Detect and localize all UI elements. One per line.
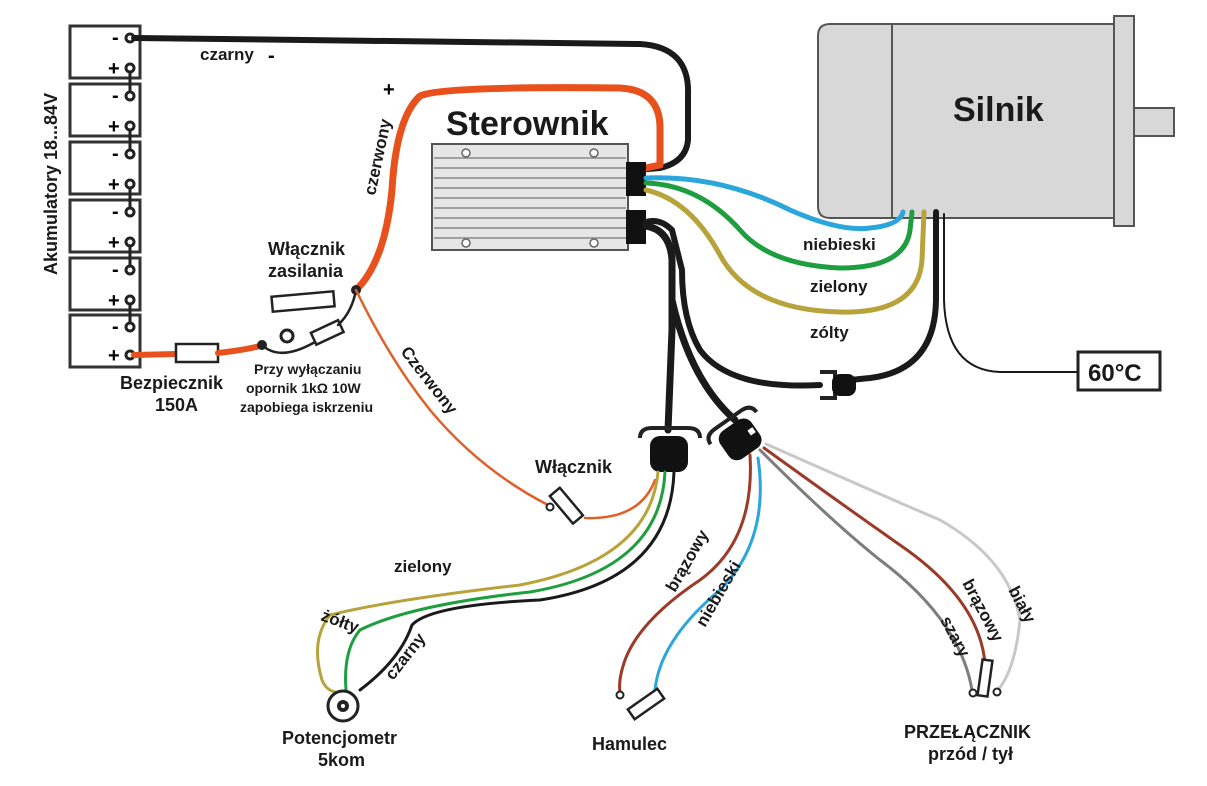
key-switch-return-wire — [583, 478, 657, 520]
hall-cable — [847, 209, 939, 383]
brake-label: Hamulec — [592, 734, 667, 754]
direction-contact — [968, 688, 978, 698]
black-wire-label: czarny — [200, 45, 254, 64]
brake-wire-blue — [653, 456, 762, 692]
pot-green-label: zielony — [394, 557, 452, 576]
red-positive-wire — [352, 84, 664, 294]
controller-power-gland — [626, 162, 646, 196]
key-switch-label: Włącznik — [535, 457, 613, 477]
cell-plus-sign: + — [108, 290, 120, 312]
power-switch-lever[interactable] — [270, 289, 336, 314]
throttle-connector — [638, 426, 702, 472]
pot-wire-green — [344, 470, 667, 692]
phase-wire-yellow — [643, 187, 927, 315]
hall-connector — [820, 370, 856, 400]
controller-label: Sterownik — [446, 105, 609, 143]
brake-brown-label: brązowy — [662, 526, 713, 595]
motor — [817, 15, 1175, 227]
resistor-note-line1: Przy wyłączaniu — [254, 361, 361, 377]
brake-contact — [615, 690, 625, 700]
cell-plus-sign: + — [108, 116, 120, 138]
direction-contact — [992, 687, 1002, 697]
direction-grey-label: szary — [936, 613, 973, 661]
thin-red-wire — [354, 288, 550, 507]
resistor-wire — [336, 288, 358, 327]
motor-shaft — [1133, 107, 1175, 137]
direction-wire-grey — [758, 448, 974, 692]
direction-wire-brown — [762, 446, 987, 666]
fuse-label-line1: Bezpiecznik — [120, 373, 224, 393]
direction-label-line1: PRZEŁĄCZNIK — [904, 722, 1031, 742]
brake-direction-connector — [706, 405, 762, 461]
cell-plus-sign: + — [108, 345, 120, 367]
key-switch-lever[interactable] — [548, 485, 585, 526]
phase-green-label: zielony — [810, 277, 868, 296]
direction-white-label: biały — [1004, 583, 1039, 627]
temp-sensor-box — [1076, 350, 1162, 392]
phase-wire-blue — [643, 175, 906, 232]
phase-blue-label: niebieski — [803, 235, 876, 254]
phase-yellow-label: zólty — [810, 323, 849, 342]
red-wire-plus: + — [383, 79, 395, 101]
battery-title: Akumulatory 18...84V — [41, 93, 61, 275]
potentiometer[interactable] — [326, 689, 360, 723]
cell-minus-sign: - — [112, 143, 119, 165]
hall-to-controller-cable — [643, 218, 823, 389]
resistor-note-line2: opornik 1kΩ 10W — [246, 380, 361, 396]
controller-signal-gland — [626, 210, 646, 244]
direction-label-line2: przód / tył — [928, 744, 1013, 764]
battery-pack: - + - + - + - + - + - + Akumulatory 18..… — [41, 24, 142, 369]
switch-contact — [279, 328, 295, 344]
pot-label-line1: Potencjometr — [282, 728, 397, 748]
key-switch-contact — [545, 502, 555, 512]
direction-wire-white — [764, 442, 1022, 692]
pot-wire-black — [358, 470, 676, 692]
motor-label: Silnik — [953, 91, 1044, 129]
phase-wire-green — [643, 180, 915, 271]
harness-cable — [642, 222, 676, 434]
resistor-wire — [260, 340, 317, 354]
cell-minus-sign: - — [112, 259, 119, 281]
pot-label-line2: 5kom — [318, 750, 365, 770]
power-switch-label-line1: Włącznik — [268, 239, 346, 259]
cell-minus-sign: - — [112, 85, 119, 107]
fuse-label-line2: 150A — [155, 395, 198, 415]
fuse-wire — [131, 351, 179, 358]
resistor — [309, 318, 346, 347]
fuse-to-switch-wire — [215, 343, 263, 356]
harness-cable — [668, 296, 739, 424]
fuse — [174, 342, 220, 364]
cell-minus-sign: - — [112, 316, 119, 338]
brake-wire-brown — [618, 453, 752, 694]
cell-minus-sign: - — [112, 201, 119, 223]
temp-sensor-wire — [943, 213, 1079, 373]
power-switch-label-line2: zasilania — [268, 261, 344, 281]
direction-switch[interactable] — [976, 658, 994, 698]
thin-red-wire-label: Czerwony — [397, 343, 462, 418]
pot-wire-yellow — [316, 470, 660, 694]
resistor-note-line3: zapobiega iskrzeniu — [240, 399, 373, 415]
brake-blue-label: niebieski — [692, 557, 745, 630]
black-wire-minus: - — [268, 45, 275, 67]
temp-sensor-label: 60°C — [1088, 360, 1142, 387]
cell-plus-sign: + — [108, 232, 120, 254]
brake-switch[interactable] — [626, 687, 666, 721]
black-negative-wire — [131, 35, 692, 173]
cell-plus-sign: + — [108, 58, 120, 80]
controller — [431, 143, 646, 251]
cell-minus-sign: - — [112, 27, 119, 49]
cell-plus-sign: + — [108, 174, 120, 196]
